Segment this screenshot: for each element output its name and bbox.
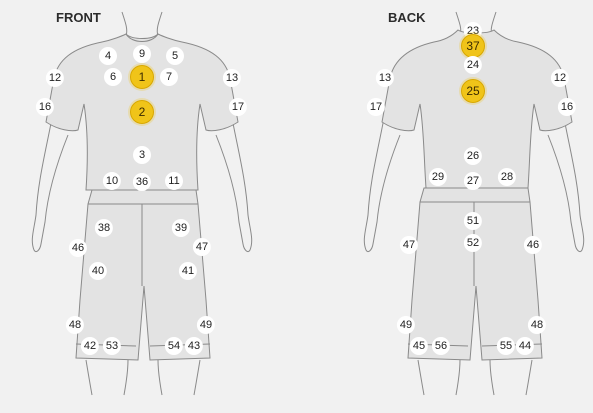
front-marker-4[interactable]: 4 (99, 47, 117, 65)
front-marker-5[interactable]: 5 (166, 47, 184, 65)
front-marker-9[interactable]: 9 (133, 45, 151, 63)
back-title: BACK (388, 10, 426, 25)
front-marker-1[interactable]: 1 (130, 65, 154, 89)
back-marker-25[interactable]: 25 (461, 79, 485, 103)
front-marker-2[interactable]: 2 (130, 100, 154, 124)
front-marker-6[interactable]: 6 (104, 68, 122, 86)
front-marker-3[interactable]: 3 (133, 146, 151, 164)
front-marker-11[interactable]: 11 (165, 172, 183, 190)
front-marker-7[interactable]: 7 (160, 68, 178, 86)
front-title: FRONT (56, 10, 101, 25)
back-marker-37[interactable]: 37 (461, 34, 485, 58)
